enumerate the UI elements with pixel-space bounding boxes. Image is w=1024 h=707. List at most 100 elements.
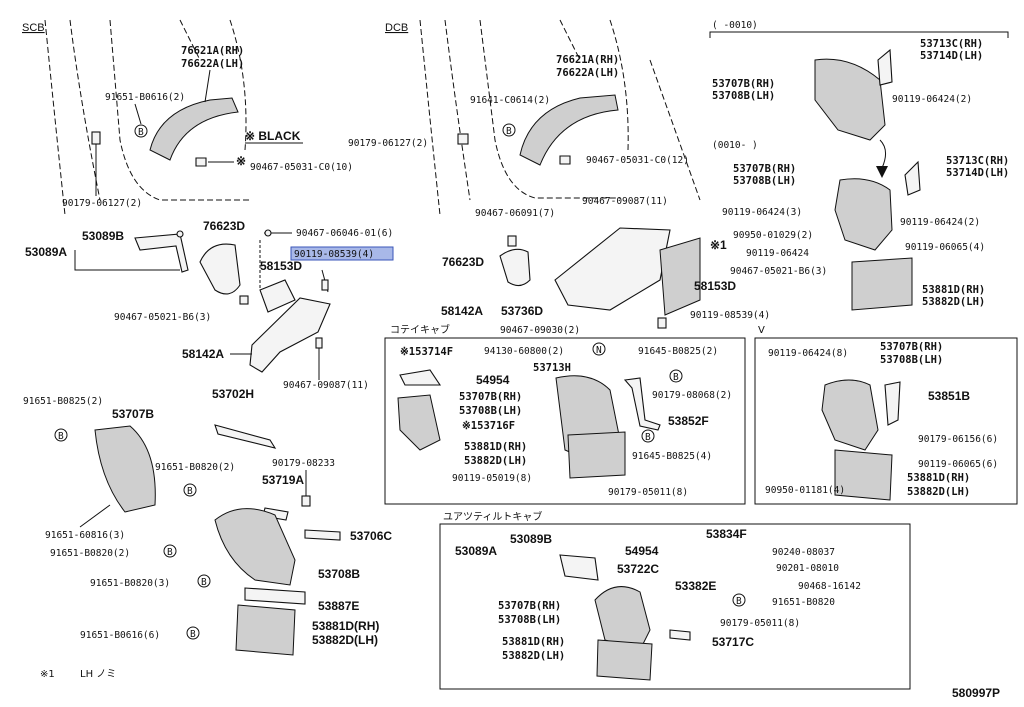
label-91641-c0614: 91641-C0614(2): [470, 95, 550, 106]
label-53887e: 53887E: [318, 599, 359, 613]
label-53713c-b: 53713C(RH): [946, 155, 1009, 167]
label-91651-b0820-2a: 91651-B0820(2): [155, 462, 235, 473]
dcb-support-53736d: [554, 227, 671, 311]
b-mark-label: B: [190, 629, 196, 640]
label-53706c: 53706C: [350, 529, 392, 543]
label-53713h: 53713H: [533, 362, 571, 374]
label-cotei-53882d: 53882D(LH): [464, 455, 527, 467]
label-tilt-54954: 54954: [625, 544, 659, 558]
cotei-cab-title: コテイキャブ: [390, 323, 450, 336]
label-dcb-90467-06091: 90467-06091(7): [475, 208, 555, 219]
label-tilt-53708b: 53708B(LH): [498, 614, 561, 626]
label-58153d: 58153D: [260, 259, 302, 273]
label-90119-06424-2b: 90119-06424(2): [900, 217, 980, 228]
label-tilt-53089b: 53089B: [510, 532, 552, 546]
label-53713c-a: 53713C(RH): [920, 38, 983, 50]
scb-clip: [91, 131, 101, 145]
scb-mud-flap-76623d: [199, 243, 241, 295]
label-dcb-58153d: 58153D: [694, 279, 736, 293]
b-mark-label: B: [645, 432, 651, 443]
scb-bracket-58153d: [259, 279, 296, 313]
scb-bracket-53089b: [134, 233, 189, 273]
scb-stay-53702h: [214, 424, 277, 449]
label-58142a: 58142A: [182, 347, 224, 361]
scb-mud-guard-53708b: [214, 508, 296, 586]
label-90468-16142: 90468-16142: [798, 581, 861, 592]
label-153714f: ※153714F: [400, 346, 453, 358]
v-mud-guard-53707b: [821, 379, 879, 451]
label-91645-b0825-4: 91645-B0825(4): [632, 451, 712, 462]
label-53714d-a: 53714D(LH): [920, 50, 983, 62]
scb-mud-flap-53881d: [235, 604, 296, 656]
label-right-53707b-b: 53707B(RH): [733, 163, 796, 175]
range-bracket: [709, 31, 1009, 38]
cotei-stay-153714f: [399, 369, 442, 386]
label-90201-08010: 90201-08010: [776, 563, 839, 574]
label-53851b: 53851B: [928, 389, 970, 403]
label-v-53882d: 53882D(LH): [907, 486, 970, 498]
b-mark-label: B: [187, 486, 193, 497]
label-53882d-scb: 53882D(LH): [312, 633, 378, 647]
label-53852f: 53852F: [668, 414, 709, 428]
label-90119-06065-4: 90119-06065(4): [905, 242, 985, 253]
label-53722c: 53722C: [617, 562, 659, 576]
label-tilt-90179-05011: 90179-05011(8): [720, 618, 800, 629]
label-90119-08539-highlighted[interactable]: 90119-08539(4): [294, 249, 374, 260]
label-90240-08037: 90240-08037: [772, 547, 835, 558]
cotei-stay-53852f: [623, 377, 661, 431]
cotei-cab-box: [384, 337, 746, 505]
label-right-53708b-b: 53708B(LH): [733, 175, 796, 187]
label-53717c: 53717C: [712, 635, 754, 649]
tilt-bracket-53089b: [559, 554, 599, 581]
label-90467-09087: 90467-09087(11): [283, 380, 369, 391]
b-mark-label: B: [506, 126, 512, 137]
label-90119-05019: 90119-05019(8): [452, 473, 532, 484]
label-76622a: 76622A(LH): [181, 58, 244, 70]
label-tilt-91651-b0820: 91651-B0820: [772, 597, 835, 608]
highlight-90119-08539[interactable]: [290, 246, 394, 261]
footnote-mark: ※1: [40, 669, 55, 680]
label-53382e: 53382E: [675, 579, 716, 593]
right-mud-flap-53881d: [851, 257, 913, 311]
label-dcb-76622a: 76622A(LH): [556, 67, 619, 79]
label-v-53707b: 53707B(RH): [880, 341, 943, 353]
black-note: ※ BLACK: [245, 129, 301, 143]
dcb-wheel-arch-liner: [519, 94, 619, 166]
dcb-body-outline: [419, 19, 701, 216]
label-91651-b0616: 91651-B0616(2): [105, 92, 185, 103]
label-91651-b0616-6: 91651-B0616(6): [80, 630, 160, 641]
label-91651-b0825: 91651-B0825(2): [23, 396, 103, 407]
cotei-mud-guard-a: [397, 394, 441, 451]
down-arrow-icon: [876, 166, 888, 178]
label-53719a: 53719A: [262, 473, 304, 487]
label-153716f: ※153716F: [462, 420, 515, 432]
label-53708b: 53708B: [318, 567, 360, 581]
label-v-53881d: 53881D(RH): [907, 472, 970, 484]
label-90950-01029: 90950-01029(2): [733, 230, 813, 241]
label-90119-06424-3: 90119-06424(3): [722, 207, 802, 218]
v-mud-flap-53881d: [834, 449, 893, 501]
label-91651-b0820-2b: 91651-B0820(2): [50, 548, 130, 559]
label-90179-08233: 90179-08233: [272, 458, 335, 469]
label-cotei-53707b: 53707B(RH): [459, 391, 522, 403]
v-stay-53851b: [884, 381, 901, 426]
label-53834f: 53834F: [706, 527, 747, 541]
label-right-53708b-a: 53708B(LH): [712, 90, 775, 102]
label-91651-60816: 91651-60816(3): [45, 530, 125, 541]
arrow-path: [879, 139, 886, 169]
label-tilt-53707b: 53707B(RH): [498, 600, 561, 612]
scb-wheel-arch-liner: [149, 97, 239, 161]
label-54954-a: 54954: [476, 373, 510, 387]
section-dcb-title: DCB: [385, 22, 408, 34]
label-cotei-53708b: 53708B(LH): [459, 405, 522, 417]
b-mark-label: B: [201, 577, 207, 588]
b-mark: [134, 124, 148, 138]
range-from-0010: (0010- ): [712, 140, 758, 151]
b-mark-label: B: [167, 547, 173, 558]
right-stay-53713c-a: [877, 48, 893, 86]
label-v-53708b: 53708B(LH): [880, 354, 943, 366]
scb-plate-53887e: [244, 587, 306, 605]
range-to-0010: ( -0010): [712, 20, 758, 31]
b-mark-label: B: [138, 127, 144, 138]
